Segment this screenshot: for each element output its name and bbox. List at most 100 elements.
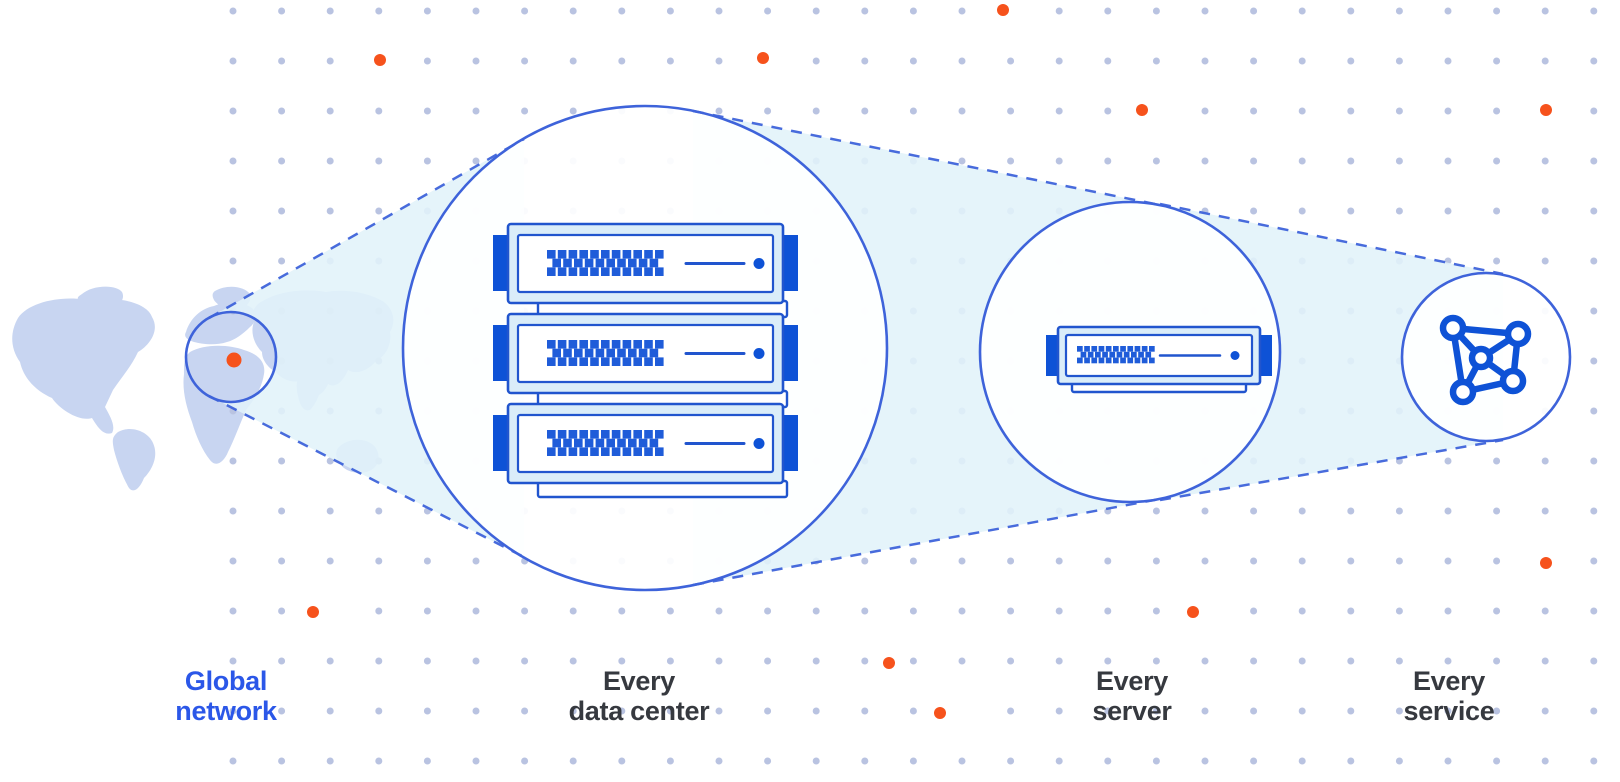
led-square <box>590 250 599 259</box>
led-square <box>1105 357 1112 364</box>
orange-dot <box>374 54 386 66</box>
grid-dot <box>1152 157 1160 165</box>
orange-dot <box>1540 104 1552 116</box>
grid-dot <box>326 707 334 715</box>
grid-dot <box>1347 7 1355 15</box>
server-unit-2 <box>493 312 798 395</box>
orange-dot <box>757 52 769 64</box>
map-location-marker <box>226 352 242 368</box>
label-line: Every <box>1412 666 1486 696</box>
grid-dot <box>1104 107 1112 115</box>
led-square <box>1120 346 1126 352</box>
led-square <box>1077 357 1083 364</box>
grid-dot <box>1590 407 1598 415</box>
grid-dot <box>958 57 966 65</box>
grid-dot <box>618 607 626 615</box>
label-line: data center <box>568 696 710 726</box>
grid-dot <box>909 657 917 665</box>
led-square <box>595 438 605 448</box>
map-magnifier-circle <box>184 310 278 404</box>
grid-dot <box>326 757 334 765</box>
led-square <box>579 430 588 439</box>
grid-dot <box>278 707 286 715</box>
server-led-pattern <box>547 430 664 456</box>
grid-dot <box>1541 607 1549 615</box>
led-square <box>563 348 572 358</box>
led-square <box>552 258 561 268</box>
grid-dot <box>375 757 383 765</box>
grid-dot <box>1541 157 1549 165</box>
grid-dot <box>375 557 383 565</box>
grid-dot <box>1493 257 1501 265</box>
led-square <box>644 430 653 439</box>
grid-dot <box>1007 107 1015 115</box>
grid-dot <box>1201 7 1209 15</box>
server-ear-left <box>1046 335 1059 376</box>
grid-dot <box>1590 607 1598 615</box>
grid-dot <box>1395 557 1403 565</box>
led-square <box>552 348 561 358</box>
led-square <box>590 357 599 366</box>
map-south-america <box>112 429 156 491</box>
grid-dot <box>423 157 431 165</box>
led-square <box>655 430 664 439</box>
led-square <box>611 447 621 456</box>
grid-dot <box>1201 157 1209 165</box>
led-square <box>622 267 632 276</box>
grid-dot <box>1493 457 1501 465</box>
grid-dot <box>1444 457 1452 465</box>
led-square <box>655 357 664 366</box>
grid-dot <box>423 107 431 115</box>
grid-dot <box>1541 57 1549 65</box>
grid-dot <box>472 7 480 15</box>
grid-dot <box>326 7 334 15</box>
grid-dot <box>472 157 480 165</box>
led-square <box>557 340 567 349</box>
grid-dot <box>1055 557 1063 565</box>
grid-dot <box>1298 207 1306 215</box>
grid-dot <box>229 507 237 515</box>
grid-dot <box>1055 157 1063 165</box>
led-square <box>584 438 594 448</box>
grid-dot <box>618 707 626 715</box>
led-square <box>547 250 556 259</box>
led-square <box>628 438 637 448</box>
grid-dot <box>1493 7 1501 15</box>
led-square <box>1116 351 1123 358</box>
grid-dot <box>472 607 480 615</box>
grid-dot <box>229 457 237 465</box>
grid-dot <box>1298 507 1306 515</box>
grid-dot <box>1298 757 1306 765</box>
grid-dot <box>1347 607 1355 615</box>
led-square <box>1134 357 1141 364</box>
led-square <box>579 340 588 349</box>
server-unit-1 <box>493 222 798 305</box>
grid-dot <box>1590 207 1598 215</box>
led-square <box>590 267 599 276</box>
grid-dot <box>1493 657 1501 665</box>
led-square <box>611 357 621 366</box>
grid-dot <box>569 607 577 615</box>
led-square <box>601 357 610 366</box>
led-square <box>655 267 664 276</box>
led-square <box>611 267 621 276</box>
grid-dot <box>1347 57 1355 65</box>
led-square <box>1141 357 1148 364</box>
grid-dot <box>1250 607 1258 615</box>
label-line: server <box>1092 696 1172 726</box>
grid-dot <box>1590 457 1598 465</box>
grid-dot <box>1007 757 1015 765</box>
grid-dot <box>1152 757 1160 765</box>
grid-dot <box>1152 607 1160 615</box>
grid-dot <box>521 657 529 665</box>
grid-dot <box>764 607 772 615</box>
grid-dot <box>666 657 674 665</box>
orange-dot <box>883 657 895 669</box>
grid-dot <box>1444 7 1452 15</box>
server-power-dot <box>753 348 765 359</box>
server-led-pattern <box>547 250 664 276</box>
grid-dot <box>229 207 237 215</box>
led-square <box>590 447 599 456</box>
led-square <box>633 357 642 366</box>
grid-dot <box>812 57 820 65</box>
